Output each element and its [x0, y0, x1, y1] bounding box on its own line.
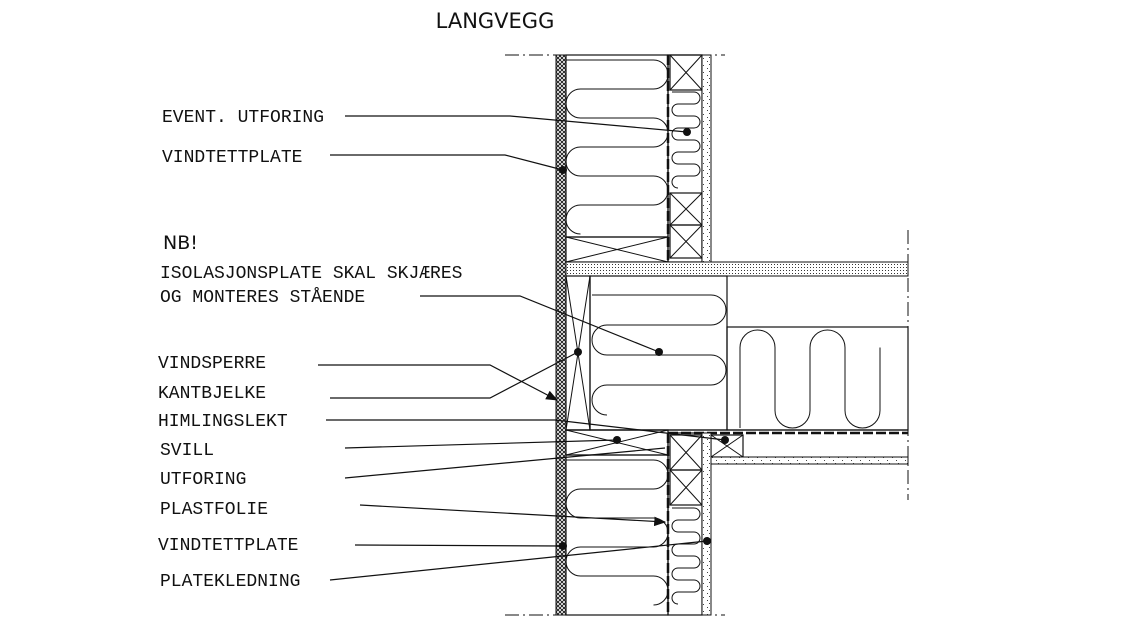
ceiling-board [710, 456, 909, 465]
label-vindsperre: VINDSPERRE [158, 354, 266, 374]
label-himlingslekt: HIMLINGSLEKT [158, 412, 288, 432]
exterior-cladding [555, 54, 567, 616]
insulation-squiggle [739, 329, 881, 429]
label-isolasjon-line1: ISOLASJONSPLATE SKAL SKJÆRES [160, 264, 462, 284]
lower-stud-column [667, 432, 703, 616]
leader-lines [318, 115, 726, 581]
label-plastfolie: PLASTFOLIE [160, 500, 268, 520]
upper-inner-board [701, 54, 712, 263]
label-utforing: UTFORING [160, 470, 246, 490]
label-event-utforing: EVENT. UTFORING [162, 108, 324, 128]
label-svill: SVILL [160, 441, 214, 461]
lower-insulation [565, 454, 669, 616]
label-kantbjelke: KANTBJELKE [158, 384, 266, 404]
insulation-squiggle [671, 507, 701, 605]
leader-dots [559, 128, 729, 550]
floor-deck [565, 261, 909, 277]
drawing-title: LANGVEGG [436, 9, 555, 33]
lower-inner-board [701, 432, 712, 616]
floor-joist-insulation [726, 326, 909, 431]
insulation-squiggle [565, 459, 669, 606]
label-vindtettplate-top: VINDTETTPLATE [162, 148, 302, 168]
note-nb: NB! [163, 232, 198, 254]
insulation-squiggles [565, 59, 881, 606]
insulation-squiggle [591, 294, 727, 416]
wall-geometry [555, 54, 909, 616]
insulation-squiggle [671, 91, 701, 189]
label-vindtettplate-bottom: VINDTETTPLATE [158, 536, 298, 556]
label-platekledning: PLATEKLEDNING [160, 572, 300, 592]
annotation-labels: EVENT. UTFORING VINDTETTPLATE NB! ISOLAS… [158, 108, 462, 592]
upper-insulation [565, 54, 669, 238]
label-isolasjon-line2: OG MONTERES STÅENDE [160, 287, 365, 308]
insulation-squiggle [565, 59, 669, 235]
